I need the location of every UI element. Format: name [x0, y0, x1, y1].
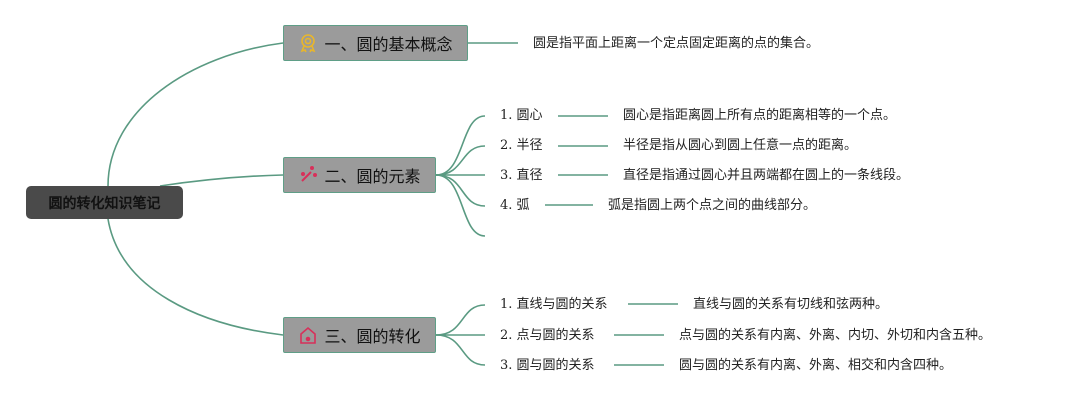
topic-line-circle[interactable]: 1. 直线与圆的关系: [500, 297, 608, 312]
description: 直径是指通过圆心并且两端都在圆上的一条线段。: [623, 168, 910, 183]
magic-wand-icon: [301, 166, 318, 182]
topic-center[interactable]: 1. 圆心: [500, 108, 543, 123]
branch-transformation[interactable]: 三、圆的转化: [283, 317, 436, 353]
branch-label: 三、圆的转化: [324, 327, 421, 346]
branch-basic-concept[interactable]: 一、圆的基本概念: [283, 25, 468, 61]
description: 弧是指圆上两个点之间的曲线部分。: [608, 198, 817, 213]
topic-radius[interactable]: 2. 半径: [500, 138, 543, 153]
home-icon: [300, 326, 317, 344]
description: 直线与圆的关系有切线和弦两种。: [693, 297, 889, 312]
connector: [435, 145, 486, 176]
branch-label: 二、圆的元素: [324, 167, 421, 186]
branch-label: 一、圆的基本概念: [324, 35, 453, 54]
topic-arc[interactable]: 4. 弧: [500, 198, 530, 213]
connector: [159, 174, 284, 187]
description: 圆是指平面上距离一个定点固定距离的点的集合。: [533, 36, 820, 51]
description: 圆心是指距离圆上所有点的距离相等的一个点。: [623, 108, 897, 123]
connector: [435, 115, 486, 176]
connector: [107, 42, 284, 187]
connector: [107, 218, 284, 336]
topic-point-circle[interactable]: 2. 点与圆的关系: [500, 328, 595, 343]
topic-diameter[interactable]: 3. 直径: [500, 168, 543, 183]
root-label: 圆的转化知识笔记: [48, 195, 161, 212]
root-node[interactable]: 圆的转化知识笔记: [26, 186, 183, 219]
connector: [435, 334, 486, 366]
connector: [435, 174, 486, 237]
branch-elements[interactable]: 二、圆的元素: [283, 157, 436, 193]
description: 半径是指从圆心到圆上任意一点的距离。: [623, 138, 858, 153]
description: 圆与圆的关系有内离、外离、相交和内含四种。: [679, 358, 953, 373]
topic-circle-circle[interactable]: 3. 圆与圆的关系: [500, 358, 595, 373]
medal-icon: [301, 34, 316, 53]
description: 点与圆的关系有内离、外离、内切、外切和内含五种。: [679, 328, 992, 343]
connector: [435, 304, 486, 336]
